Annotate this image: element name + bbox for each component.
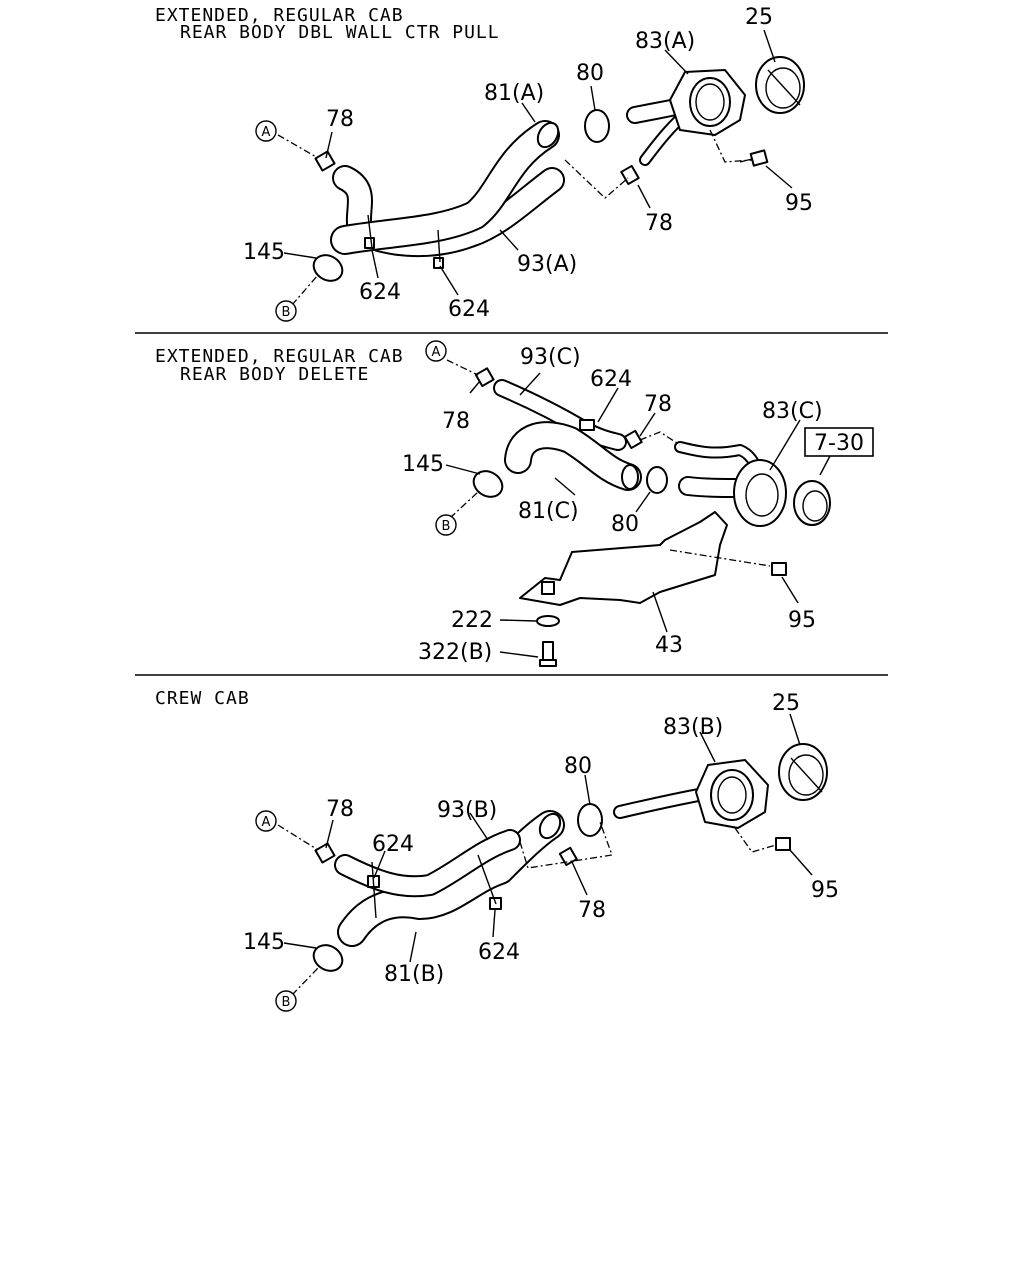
- washer-222: [536, 615, 560, 627]
- section-1-heading-line-2: REAR BODY DBL WALL CTR PULL: [180, 22, 500, 43]
- callout-93a: 93(A): [517, 252, 577, 277]
- ref-b-circle-1: [275, 300, 297, 322]
- clamp-78-b2: [558, 846, 578, 867]
- callout-145-a: 145: [243, 240, 285, 265]
- clamp-145-c: [472, 470, 504, 498]
- filler-neck-83c: [674, 441, 787, 527]
- callout-93c: 93(C): [520, 345, 581, 370]
- callout-83c: 83(C): [762, 399, 823, 424]
- callout-624-c: 624: [590, 367, 632, 392]
- section-3-heading-line-1: CREW CAB: [155, 688, 250, 709]
- bolt-95-a: [739, 149, 769, 167]
- bolt-322b: [539, 641, 557, 667]
- callout-43: 43: [655, 633, 683, 658]
- fuel-cap-25-a: [755, 56, 805, 114]
- clamp-78-c2: [623, 429, 643, 450]
- callout-93b: 93(B): [437, 798, 497, 823]
- clamp-78-b1: [314, 842, 336, 864]
- section-1-heading-line-1: EXTENDED, REGULAR CAB: [155, 5, 404, 26]
- ref-b-label-1: B: [282, 305, 291, 320]
- ref-b-circle-2: [435, 514, 457, 536]
- callout-78-c1: 78: [442, 409, 470, 434]
- bolt-95-b: [775, 837, 791, 851]
- ref-a-circle-3: [255, 810, 277, 832]
- callout-83b: 83(B): [663, 715, 723, 740]
- clamp-145-b: [312, 944, 344, 972]
- clip-624-a2: [433, 257, 444, 269]
- filler-neck-83b: [613, 759, 769, 829]
- callout-80-a: 80: [576, 61, 604, 86]
- clamp-80-a: [584, 109, 610, 143]
- callout-78-b1: 78: [326, 797, 354, 822]
- callout-95-c: 95: [788, 608, 816, 633]
- callout-80-c: 80: [611, 512, 639, 537]
- section-2-heading-line-2: REAR BODY DELETE: [180, 364, 369, 385]
- callout-78-a2: 78: [645, 211, 673, 236]
- clamp-145-a: [312, 254, 344, 282]
- callout-81b: 81(B): [384, 962, 444, 987]
- section-3: CREW CAB: [155, 688, 839, 1012]
- callout-78-b2: 78: [578, 898, 606, 923]
- clamp-80-c: [646, 466, 668, 494]
- ref-a-label-2: A: [432, 345, 441, 360]
- callout-25-b: 25: [772, 691, 800, 716]
- ref-a-circle-2: [425, 340, 447, 362]
- callout-83a: 83(A): [635, 29, 695, 54]
- callout-95-b: 95: [811, 878, 839, 903]
- clip-624-a1: [364, 237, 375, 249]
- callout-624-b1: 624: [372, 832, 414, 857]
- callout-145-b: 145: [243, 930, 285, 955]
- callout-624-a1: 624: [359, 280, 401, 305]
- section-1: EXTENDED, REGULAR CAB REAR BODY DBL WALL…: [155, 5, 813, 322]
- ref-7-30-box: [804, 427, 874, 457]
- clip-624-c: [579, 419, 595, 431]
- callout-80-b: 80: [564, 754, 592, 779]
- bracket-nut: [541, 581, 555, 595]
- callout-624-b2: 624: [478, 940, 520, 965]
- ref-b-label-2: B: [442, 519, 451, 534]
- clamp-80-b: [577, 803, 603, 837]
- callout-222: 222: [451, 608, 493, 633]
- callout-624-a2: 624: [448, 297, 490, 322]
- callout-95-a: 95: [785, 191, 813, 216]
- ref-a-label-1: A: [262, 125, 271, 140]
- bolt-95-c: [771, 562, 787, 576]
- bracket-43: [519, 511, 728, 606]
- ref-b-label-3: B: [282, 995, 291, 1010]
- callout-81a: 81(A): [484, 81, 544, 106]
- ref-7-30-label: 7-30: [814, 431, 864, 456]
- ref-a-label-3: A: [262, 815, 271, 830]
- section-2: EXTENDED, REGULAR CAB REAR BODY DELETE: [155, 340, 874, 667]
- filler-neck-83a: [626, 69, 746, 166]
- callout-25-a: 25: [745, 5, 773, 30]
- hose-81b: [337, 810, 565, 947]
- clamp-78-a1: [314, 150, 336, 172]
- clamp-78-a2: [620, 164, 640, 186]
- callout-78-c2: 78: [644, 392, 672, 417]
- callout-322b: 322(B): [418, 640, 492, 665]
- fuel-cap-c: [793, 480, 831, 526]
- ref-b-circle-3: [275, 990, 297, 1012]
- section-2-heading-line-1: EXTENDED, REGULAR CAB: [155, 346, 404, 367]
- callout-81c: 81(C): [518, 499, 579, 524]
- hose-81c: [504, 421, 642, 491]
- callout-78-a1: 78: [326, 107, 354, 132]
- callout-145-c: 145: [402, 452, 444, 477]
- ref-a-circle-1: [255, 120, 277, 142]
- hose-81a: [330, 120, 560, 255]
- fuel-cap-25-b: [778, 743, 828, 801]
